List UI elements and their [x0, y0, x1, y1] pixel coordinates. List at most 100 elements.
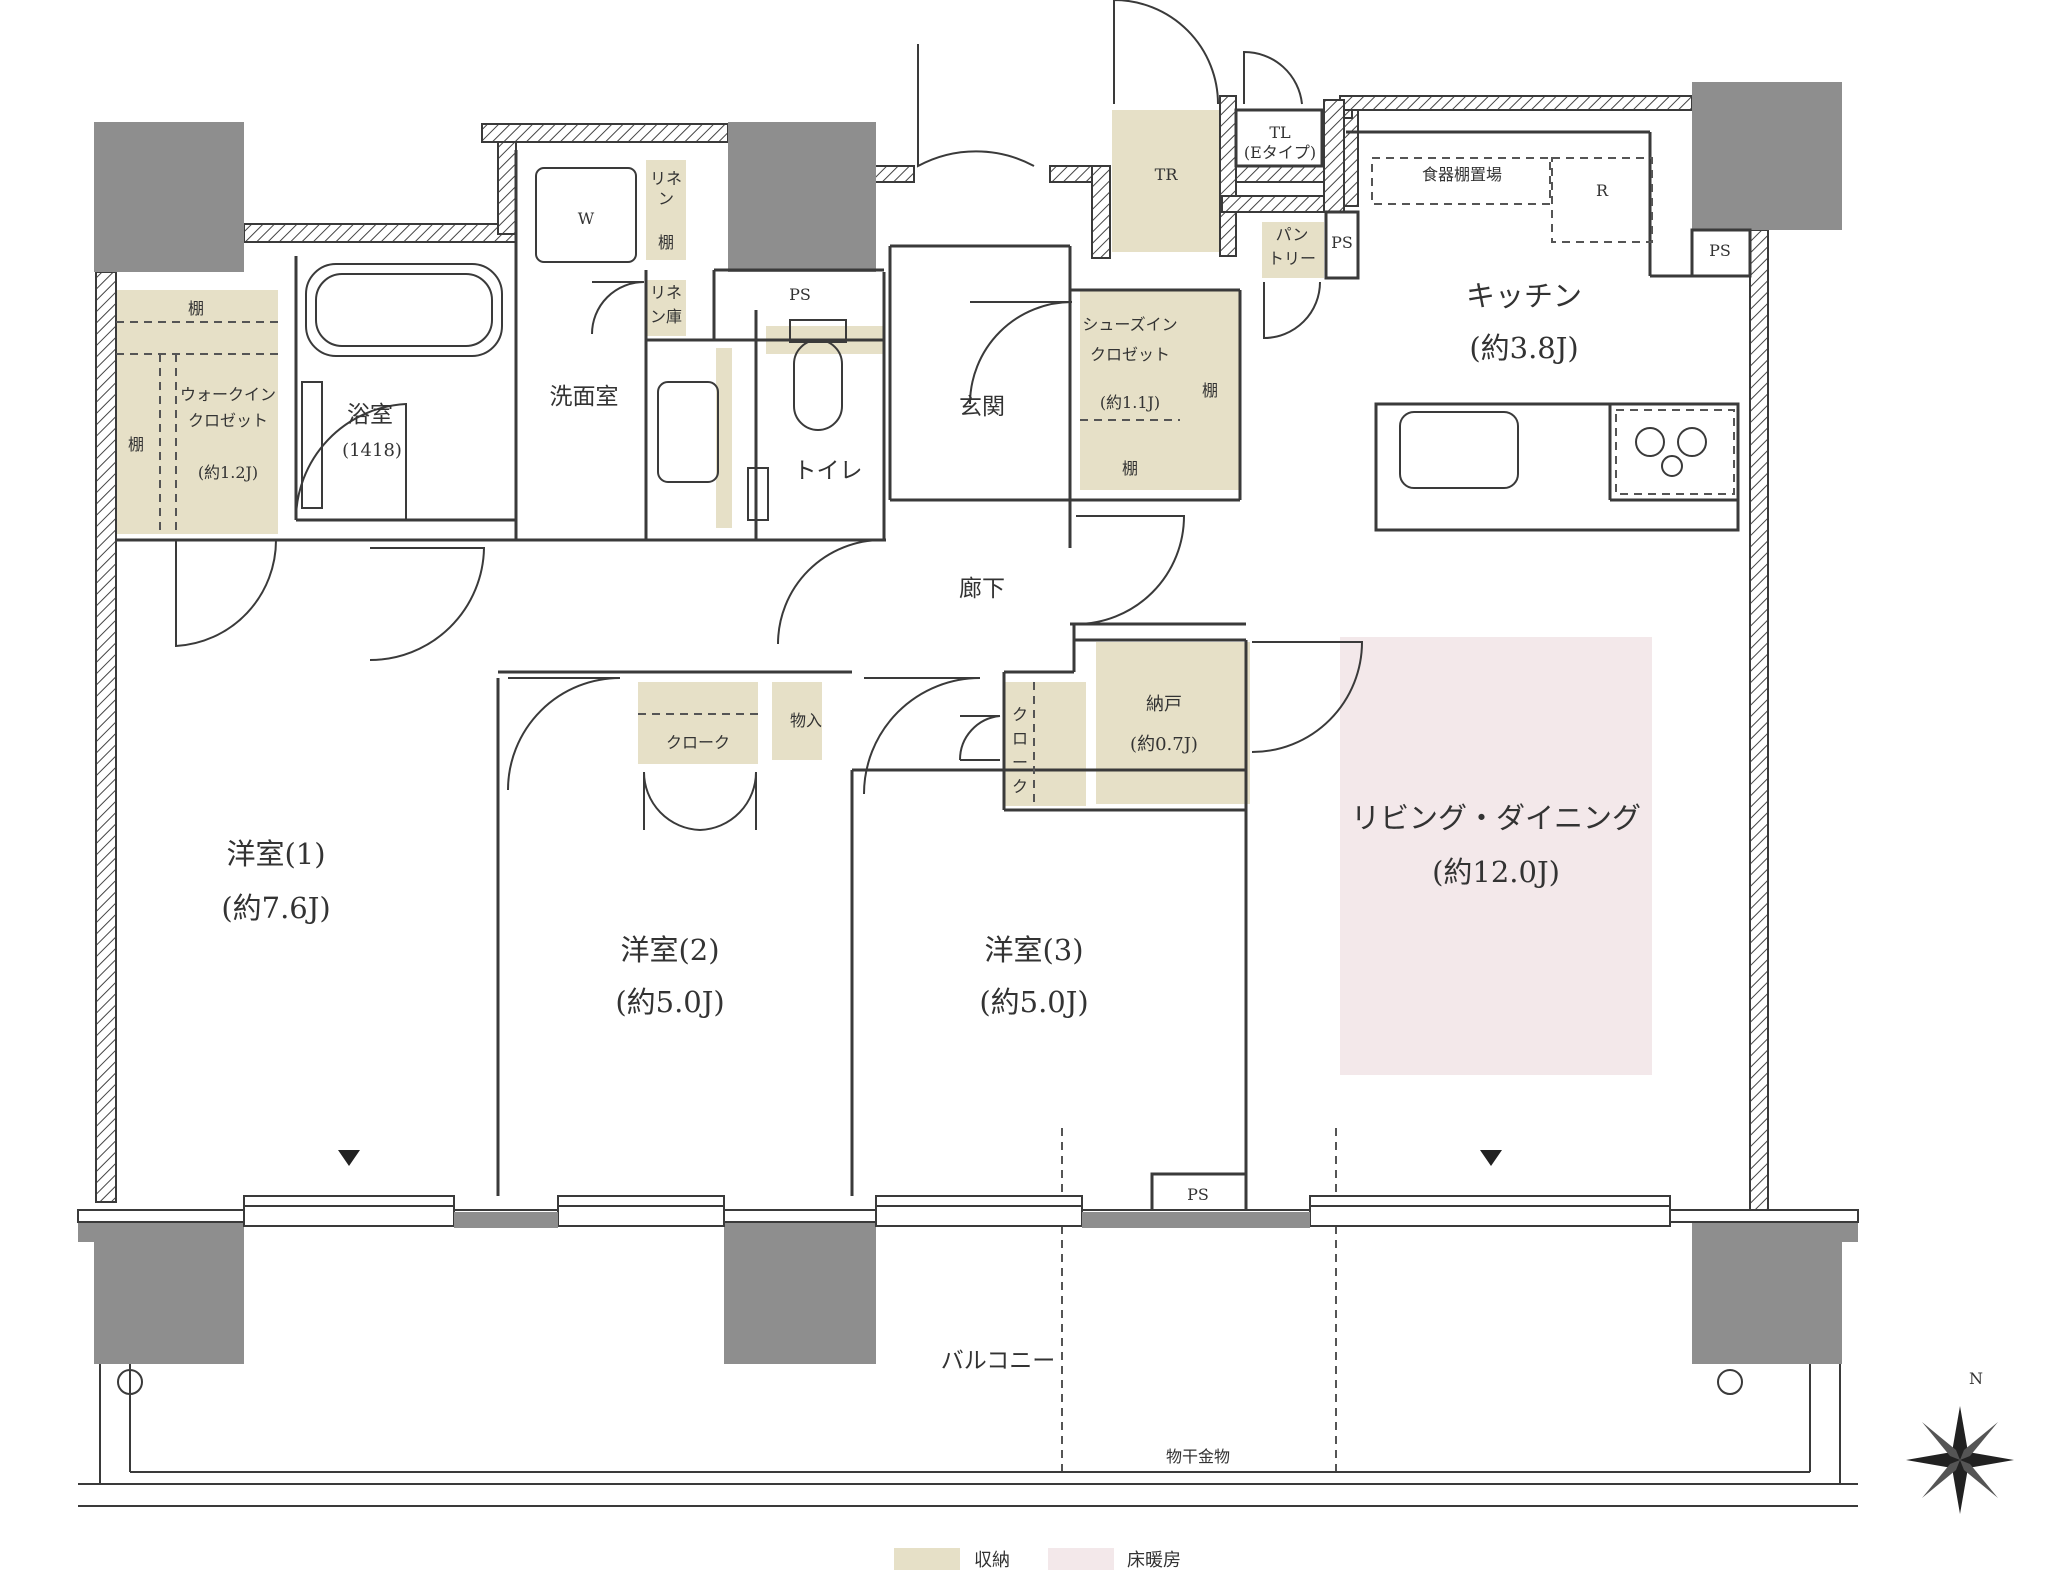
hatched-walls — [95, 95, 1769, 1211]
door-bath — [294, 402, 407, 521]
pillar-top-center — [728, 122, 876, 272]
door-linen — [591, 281, 645, 335]
pillar-bottom-left — [94, 1222, 244, 1364]
wic-shelf-side: 棚 — [128, 435, 144, 454]
linen-shelf-1: リネ — [650, 169, 682, 188]
pillar-bottom-center — [724, 1222, 876, 1364]
toilet-name: トイレ — [794, 458, 863, 484]
burner-1 — [1635, 427, 1665, 457]
burner-3 — [1661, 455, 1683, 477]
washer — [535, 167, 637, 263]
ps-label-2: PS — [1331, 233, 1353, 252]
cloak3-v1: ク — [1012, 705, 1028, 724]
shoes-size: (約1.1J) — [1100, 393, 1160, 412]
fridge-label: R — [1596, 181, 1609, 200]
dish-shelf-label: 食器棚置場 — [1422, 165, 1502, 184]
western2-name: 洋室(2) — [620, 933, 719, 967]
living-size: (約12.0J) — [1432, 855, 1560, 889]
balcony-name: バルコニー — [941, 1348, 1056, 1374]
fixtures — [301, 167, 1707, 521]
pillars — [94, 82, 1842, 1364]
legend-heating-label: 床暖房 — [1127, 1550, 1181, 1571]
cloak3-v4: ク — [1012, 777, 1028, 796]
door-front — [917, 44, 1035, 168]
door-western1 — [369, 547, 486, 661]
wic-size: (約1.2J) — [198, 463, 258, 482]
bath-size: (1418) — [342, 440, 402, 461]
north-label: N — [1969, 1369, 1983, 1388]
legend-storage-swatch — [894, 1548, 960, 1570]
ps-label-3: PS — [1709, 241, 1731, 260]
north-arrow-icon — [1906, 1406, 2014, 1514]
cloak3-fill — [1004, 682, 1086, 806]
door-toilet — [777, 539, 883, 645]
tr-label: TR — [1155, 165, 1179, 184]
western1-size: (約7.6J) — [221, 891, 330, 925]
shoes-shelf-side: 棚 — [1202, 381, 1218, 400]
bathtub — [305, 263, 503, 357]
cloak2-label: クローク — [666, 733, 730, 752]
nando-fill — [1096, 642, 1250, 804]
nando-size: (約0.7J) — [1130, 734, 1198, 755]
pantry-1: パン — [1276, 225, 1309, 244]
pillar-bottom-right — [1692, 1222, 1842, 1364]
shoes-shelf-bottom: 棚 — [1122, 459, 1138, 478]
entrance-name: 玄関 — [959, 394, 1005, 420]
washer-label: W — [578, 209, 595, 228]
windows — [77, 1195, 1859, 1227]
door-cloak3 — [958, 715, 1001, 761]
arrow-down-1 — [338, 1150, 360, 1166]
shoes-label-1: シューズイン — [1082, 315, 1177, 334]
western3-name: 洋室(3) — [984, 933, 1083, 967]
western3-size: (約5.0J) — [979, 985, 1088, 1019]
linen-store-fill — [646, 280, 686, 336]
linen-shelf-3: 棚 — [658, 233, 674, 252]
bath-name: 浴室 — [347, 402, 393, 428]
kitchen-name: キッチン — [1466, 279, 1582, 313]
linen-shelf-2: ン — [658, 189, 674, 208]
room-labels: 洋室(1) (約7.6J) 洋室(2) (約5.0J) 洋室(3) (約5.0J… — [128, 123, 1983, 1571]
burner-2 — [1677, 427, 1707, 457]
kitchen-size: (約3.8J) — [1469, 331, 1578, 365]
view-arrows — [338, 1150, 1502, 1166]
tl-label: TL — [1269, 123, 1291, 142]
door-wic — [175, 539, 278, 648]
door-hall — [1075, 515, 1186, 625]
door-shoes — [969, 301, 1073, 405]
wic-label-1: ウォークイン — [180, 385, 276, 404]
cloak3-v3: ー — [1012, 753, 1028, 772]
door-tr — [1113, 0, 1219, 105]
toilet-tank — [789, 319, 847, 343]
cloak2-fill — [638, 682, 758, 764]
arrow-down-2 — [1480, 1150, 1502, 1166]
living-name: リビング・ダイニング — [1351, 801, 1641, 835]
toilet-bowl — [793, 339, 843, 431]
pillar-top-left — [94, 122, 244, 272]
legend-heating-swatch — [1048, 1548, 1114, 1570]
wic-label-2: クロゼット — [188, 411, 268, 430]
pantry-2: トリー — [1268, 249, 1316, 268]
door-tl — [1243, 50, 1303, 105]
doors — [175, 0, 1364, 831]
linen-store-2: ン庫 — [650, 307, 682, 326]
pillar-top-right — [1692, 82, 1842, 230]
door-western3 — [863, 677, 981, 795]
wash-basin — [657, 381, 719, 483]
door-pantry — [1263, 281, 1321, 340]
door-living — [1251, 641, 1364, 753]
wic-shelf-top: 棚 — [188, 299, 204, 318]
door-western2 — [507, 677, 621, 791]
door-cloak2 — [643, 771, 757, 831]
ps-label-1: PS — [789, 285, 811, 304]
balcony-outline — [78, 1364, 1858, 1507]
laundry-hardware-label: 物干金物 — [1166, 1447, 1230, 1466]
dashed-lines — [116, 157, 1735, 1472]
cloak3-v2: ロ — [1012, 729, 1028, 748]
legend-storage-label: 収納 — [974, 1550, 1010, 1571]
storage-fills — [116, 110, 1324, 806]
western1-name: 洋室(1) — [226, 837, 325, 871]
shoes-label-2: クロゼット — [1090, 345, 1170, 364]
linen-store-1: リネ — [650, 283, 682, 302]
pantry-fill — [1262, 222, 1324, 278]
